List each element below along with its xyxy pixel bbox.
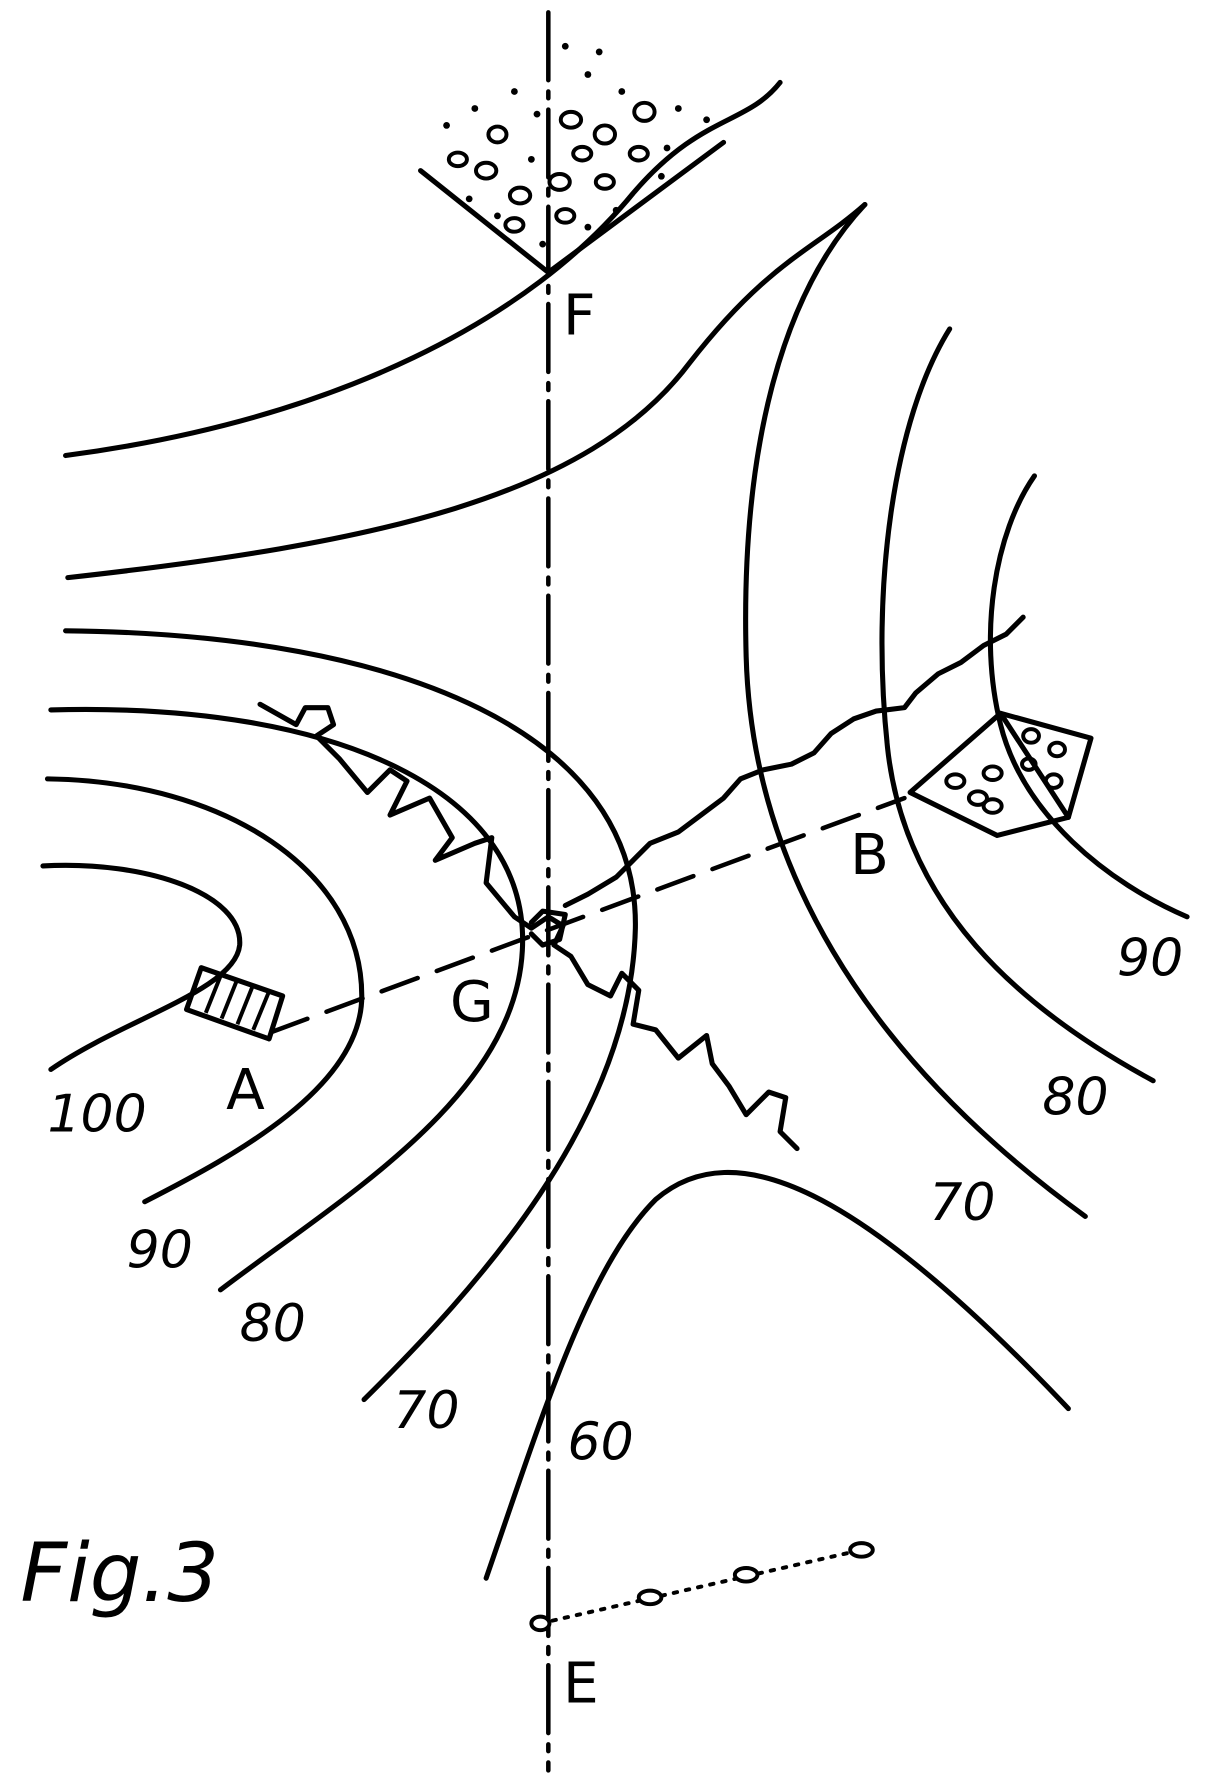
contour-right-90	[987, 473, 1190, 920]
label-point-a: A	[226, 1058, 265, 1123]
stone-line-e	[529, 1541, 875, 1633]
contour-label-80-right: 80	[1042, 1068, 1108, 1128]
contour-left-70	[63, 628, 638, 1403]
contour-label-70-right: 70	[929, 1173, 995, 1233]
label-point-b: B	[850, 823, 889, 888]
stream-southwest-northeast	[562, 614, 1026, 909]
contour-60	[483, 1169, 1071, 1581]
contour-label-70-left: 70	[393, 1381, 459, 1441]
label-point-f: F	[563, 284, 596, 349]
contour-left-100	[40, 862, 243, 1072]
contour-upper-left	[63, 79, 783, 459]
label-point-g: G	[450, 970, 494, 1035]
contour-right-70	[743, 202, 1088, 1219]
contour-left-90	[44, 776, 365, 1205]
label-point-e: E	[563, 1652, 599, 1717]
contour-label-90-left: 90	[127, 1220, 193, 1280]
figure-caption: Fig.3	[20, 1526, 219, 1621]
stream-northwest-southeast	[257, 701, 800, 1152]
contour-right-80	[879, 326, 1156, 1084]
contour-label-80-left: 80	[240, 1294, 306, 1354]
contour-label-60: 60	[568, 1412, 634, 1472]
dashed-line-a-b	[269, 795, 907, 1035]
contour-label-100: 100	[47, 1085, 146, 1145]
gravel-deposit-b	[907, 710, 1094, 838]
hatched-building-a	[183, 965, 286, 1042]
contour-upper-middle	[65, 202, 868, 581]
gravel-deposit-f	[418, 42, 727, 275]
stream-junction-g	[528, 908, 568, 948]
contour-label-90-right: 90	[1117, 929, 1183, 989]
